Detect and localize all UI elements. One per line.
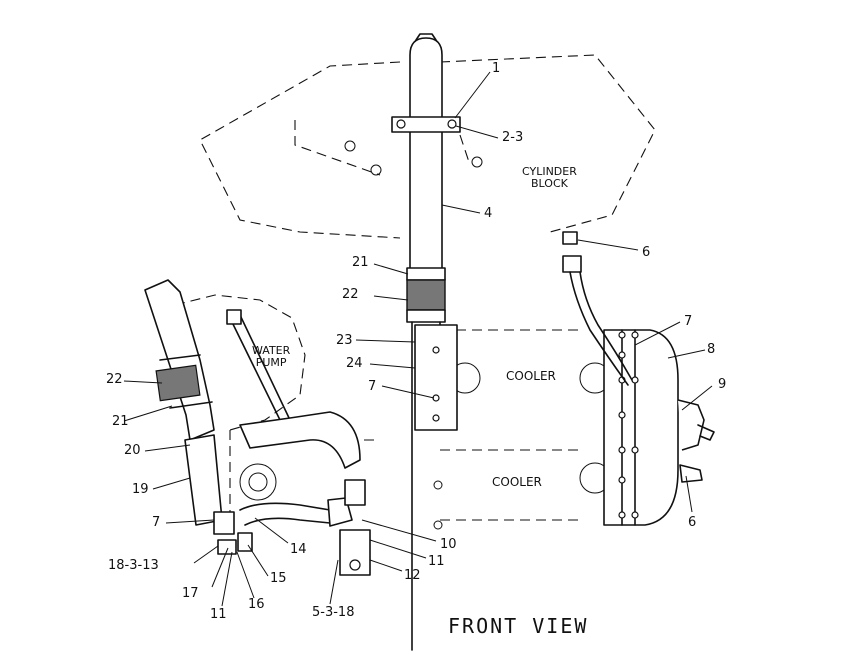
callout-14: 14 — [290, 542, 307, 557]
cylinder-block-outline — [199, 54, 656, 239]
callout-15: 15 — [270, 571, 287, 586]
cooler-outlines — [433, 329, 715, 530]
callout-6-top: 6 — [642, 245, 651, 260]
leader-lines — [123, 71, 713, 607]
callout-21-left: 21 — [112, 414, 129, 429]
cylinder-block-label: CYLINDER BLOCK — [522, 165, 577, 191]
cooler-supply-hose — [562, 231, 633, 386]
left-elbow-tube — [144, 279, 237, 555]
cooler-lower-label: COOLER — [492, 475, 542, 489]
view-title: FRONT VIEW — [448, 614, 589, 638]
callout-20: 20 — [124, 443, 141, 458]
cooler-bolts — [618, 331, 639, 519]
callout-21-top: 21 — [352, 255, 369, 270]
callout-16: 16 — [248, 597, 265, 612]
callout-23: 23 — [336, 333, 353, 348]
callout-1: 1 — [492, 61, 501, 76]
callout-22-left: 22 — [106, 372, 123, 387]
cooler-upper-label: COOLER — [506, 369, 556, 383]
callout-5-3-18: 5-3-18 — [312, 605, 355, 620]
water-pump-label: WATER PUMP — [252, 344, 291, 370]
callout-7-left: 7 — [152, 515, 161, 530]
callout-18-3-13: 18-3-13 — [108, 558, 159, 573]
callout-12: 12 — [404, 568, 421, 583]
callout-8: 8 — [707, 342, 716, 357]
water-pump-label-line1: WATER — [252, 344, 291, 357]
callout-9: 9 — [718, 377, 727, 392]
callout-2-3: 2-3 — [502, 130, 524, 145]
callout-6-bottom: 6 — [688, 515, 697, 530]
water-pump-label-line2: PUMP — [255, 356, 287, 370]
callout-11-right: 11 — [428, 554, 445, 569]
callout-7-mid: 7 — [368, 379, 377, 394]
cylinder-block-label-line2: BLOCK — [531, 177, 568, 191]
cylinder-block-label-line1: CYLINDER — [522, 165, 577, 178]
vertical-tube — [391, 33, 461, 651]
callout-10: 10 — [440, 537, 457, 552]
callout-19: 19 — [132, 482, 149, 497]
pump-hose-14 — [226, 309, 371, 576]
callout-17: 17 — [182, 586, 199, 601]
callout-7-right: 7 — [684, 314, 693, 329]
callout-24: 24 — [346, 356, 363, 371]
callout-4: 4 — [484, 206, 493, 221]
callout-11-left: 11 — [210, 607, 227, 622]
callout-22-top: 22 — [342, 287, 359, 302]
